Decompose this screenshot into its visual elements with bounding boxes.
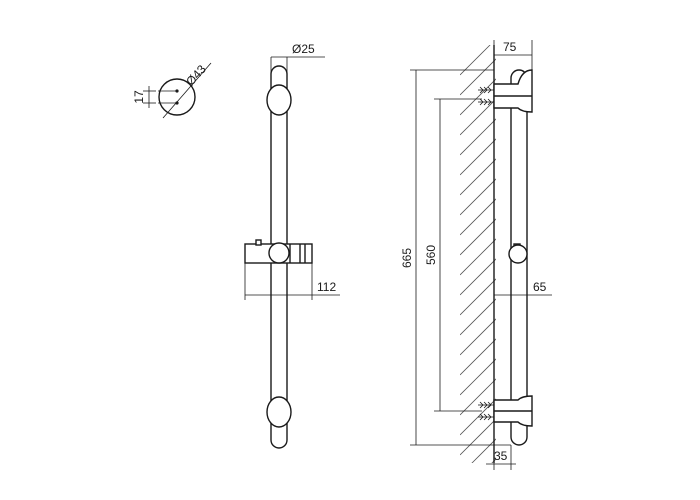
top-view: 17 Ø43 bbox=[132, 62, 212, 119]
dim-label-d43: Ø43 bbox=[183, 62, 209, 88]
dim-label-17: 17 bbox=[132, 90, 146, 104]
dim-label-d25: Ø25 bbox=[292, 42, 315, 56]
bottom-bracket bbox=[478, 395, 533, 427]
dim-label-75: 75 bbox=[503, 40, 517, 54]
front-view: Ø25 112 bbox=[244, 42, 340, 449]
dim-label-65: 65 bbox=[533, 280, 547, 294]
top-bracket bbox=[478, 69, 533, 113]
dim-label-112: 112 bbox=[317, 280, 336, 294]
slider bbox=[244, 239, 313, 264]
dim-line-d43 bbox=[162, 62, 212, 119]
slider-side bbox=[508, 243, 528, 264]
bottom-holder bbox=[266, 396, 292, 428]
side-view: 75 665 bbox=[400, 40, 552, 470]
top-holder bbox=[266, 84, 292, 116]
dim-label-560: 560 bbox=[424, 245, 438, 265]
dim-label-665: 665 bbox=[400, 248, 414, 268]
dim-label-35: 35 bbox=[494, 449, 508, 463]
mount-disc bbox=[158, 78, 196, 116]
